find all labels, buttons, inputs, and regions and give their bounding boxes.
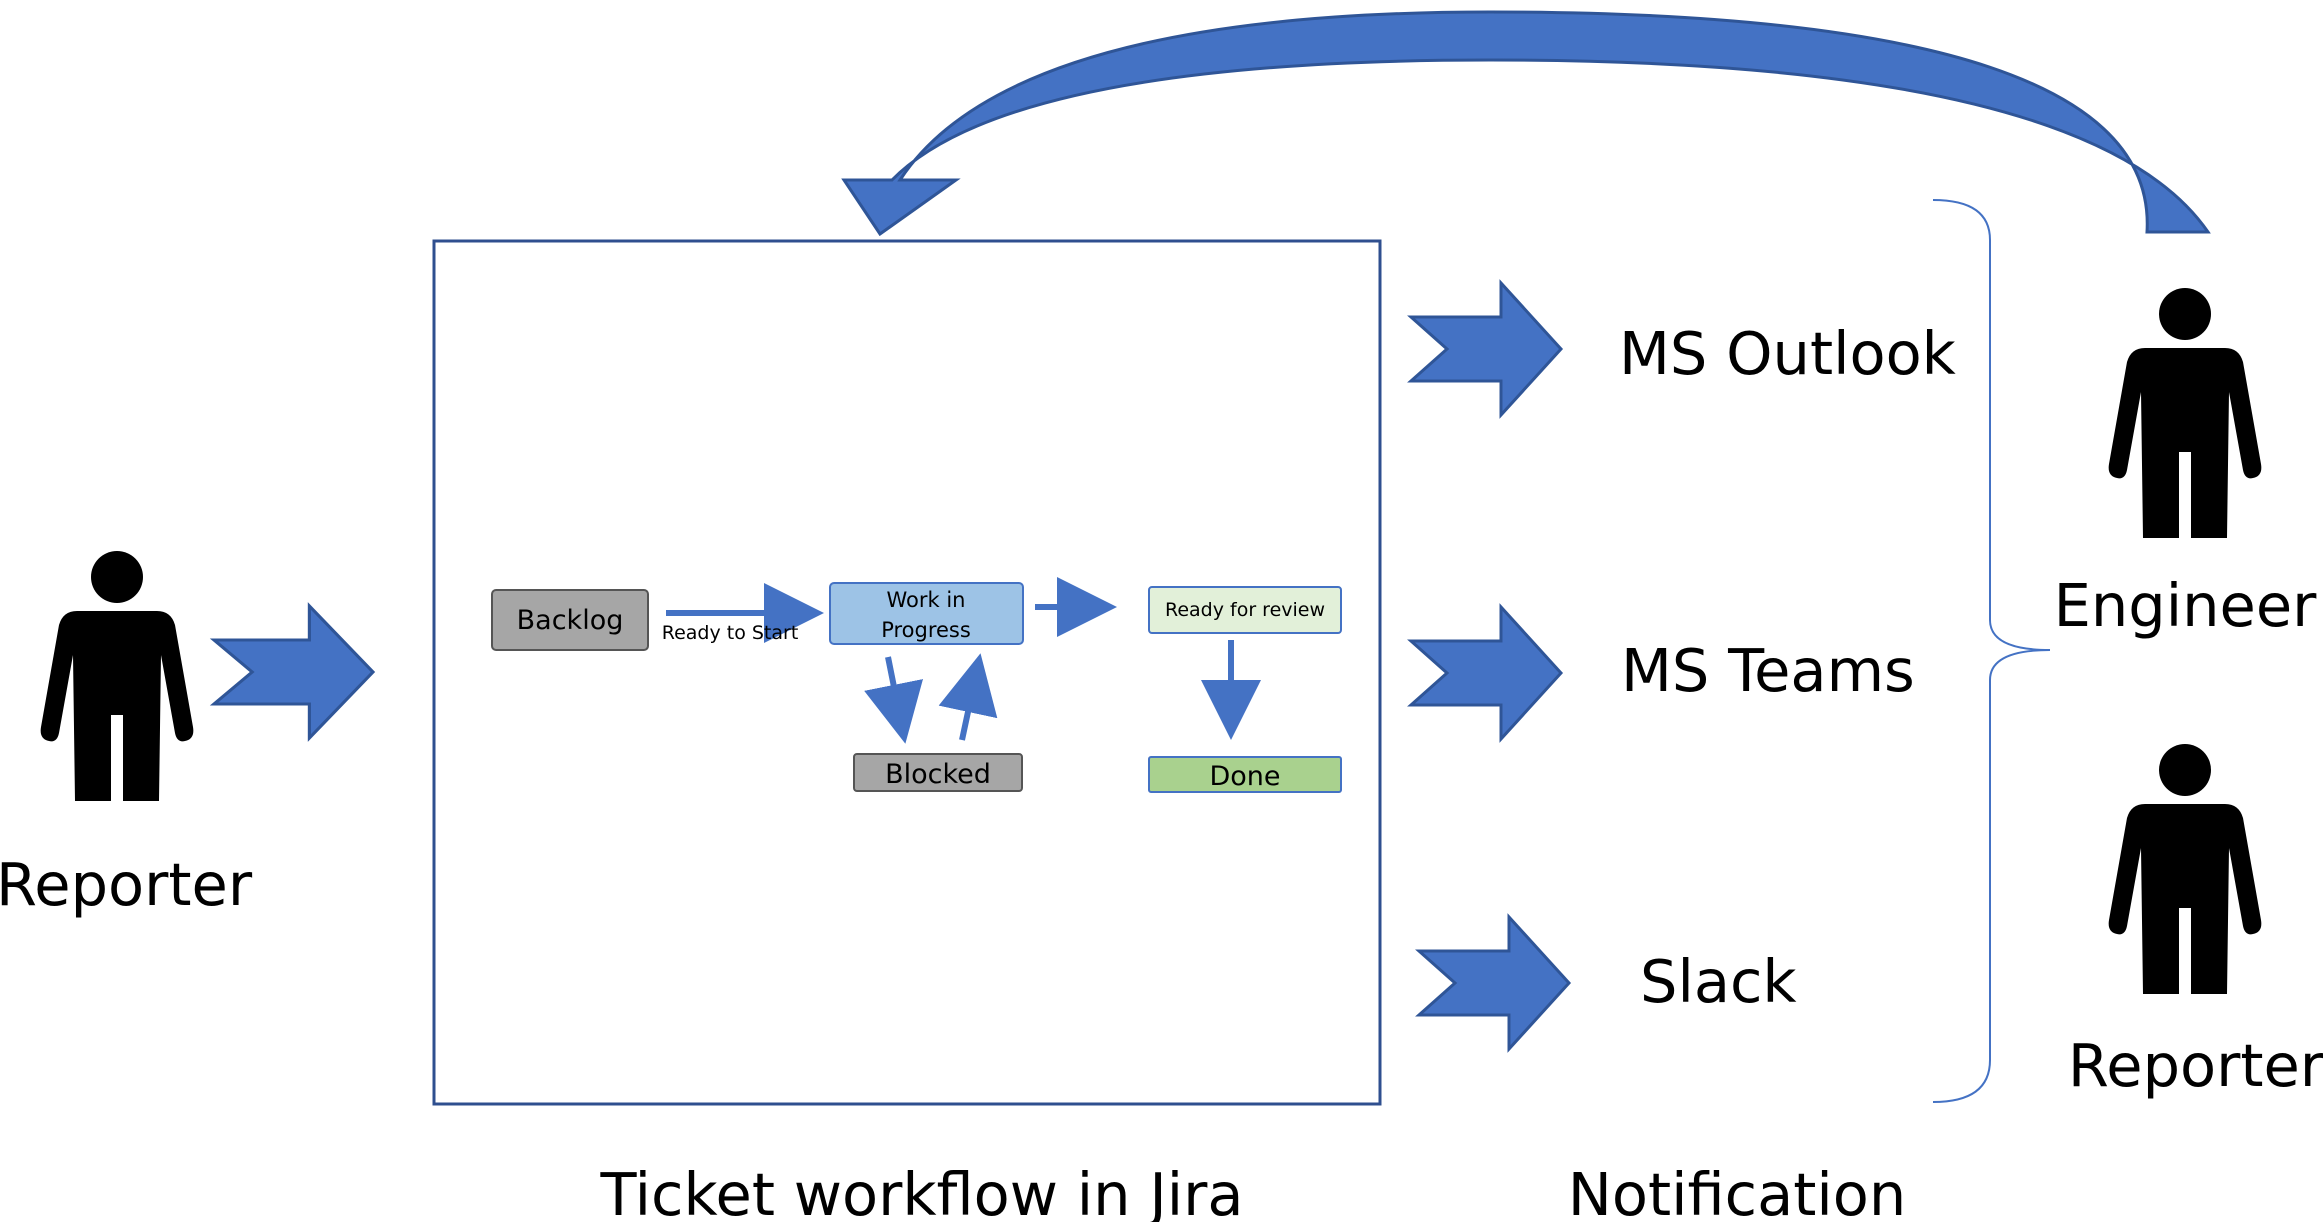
notification-caption: Notification — [1568, 1160, 1907, 1222]
work-in-progress-box: Work in Progress — [829, 582, 1024, 645]
curved-arrow-icon — [841, 10, 2211, 237]
teams-label: MS Teams — [1621, 636, 1915, 705]
outlook-label: MS Outlook — [1619, 319, 1956, 388]
from-blocked-arrow — [938, 653, 998, 741]
wip-label-line2: Progress — [881, 618, 971, 642]
backlog-label: Backlog — [517, 605, 624, 636]
jira-workflow-frame — [432, 239, 1382, 1106]
blocked-box: Blocked — [853, 753, 1023, 792]
to-blocked-arrow — [864, 656, 924, 744]
person-icon — [2108, 744, 2262, 994]
right-reporter-label: Reporter — [2068, 1031, 2323, 1100]
blocked-label: Blocked — [885, 759, 991, 790]
wip-label-line1: Work in — [887, 588, 966, 612]
ready-for-review-box: Ready for review — [1148, 586, 1342, 634]
ready-for-review-label: Ready for review — [1165, 599, 1325, 621]
person-icon — [2108, 288, 2262, 538]
person-icon — [40, 551, 194, 801]
chevron-arrow-icon — [1417, 915, 1571, 1051]
backlog-box: Backlog — [491, 589, 649, 651]
chevron-arrow-icon — [1409, 281, 1563, 417]
ready-to-start-label: Ready to Start — [662, 622, 799, 644]
engineer-label: Engineer — [2054, 571, 2318, 640]
done-label: Done — [1209, 761, 1280, 792]
slack-label: Slack — [1640, 947, 1797, 1016]
chevron-arrow-icon — [212, 604, 375, 740]
chevron-arrow-icon — [1409, 605, 1563, 741]
brace-icon — [1932, 199, 2051, 1103]
left-reporter-label: Reporter — [0, 850, 253, 919]
done-box: Done — [1148, 756, 1342, 793]
workflow-caption: Ticket workflow in Jira — [599, 1160, 1243, 1222]
